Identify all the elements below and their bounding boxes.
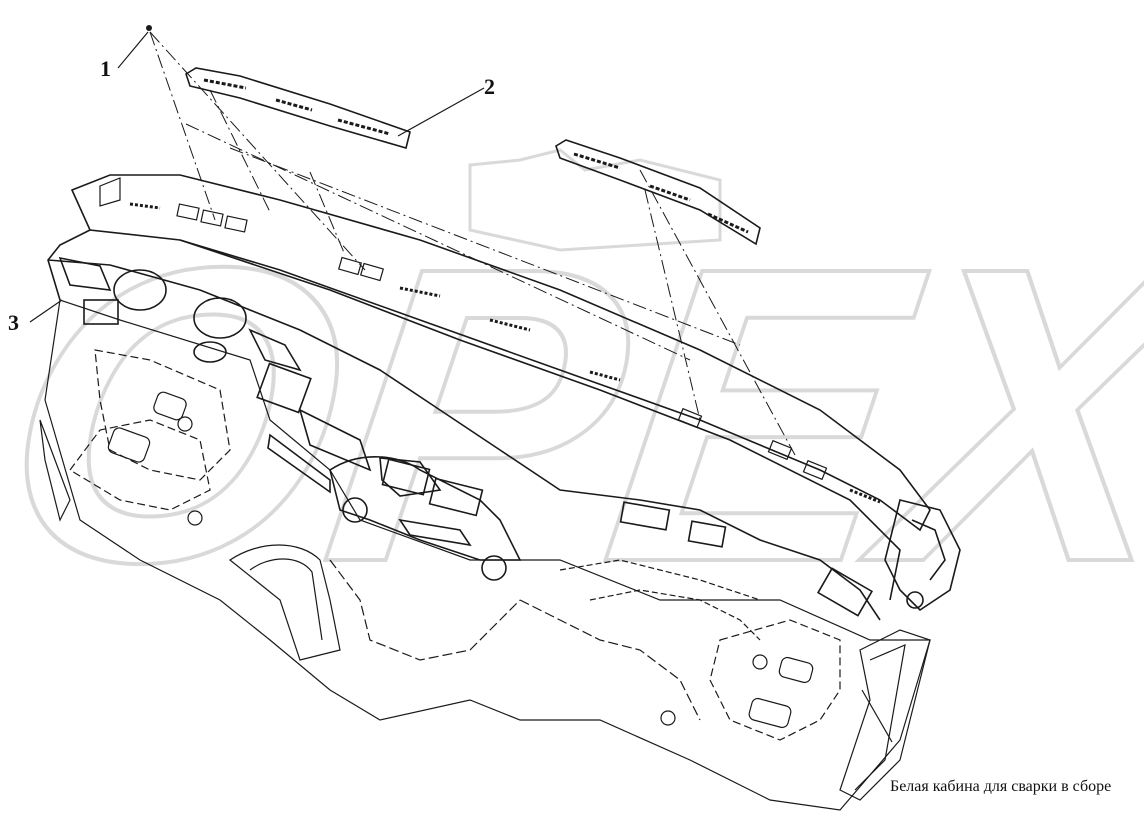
assembly-centerlines — [149, 31, 796, 456]
svg-text:OPEX: OPEX — [0, 181, 1144, 650]
defroster-grille-left — [185, 67, 411, 149]
cab-floor-structure — [39, 299, 931, 811]
leader-lines — [29, 31, 893, 743]
callout-2: 2 — [484, 74, 495, 99]
callout-1: 1 — [100, 56, 111, 81]
watermark: OPEX — [0, 148, 1144, 652]
assembly-caption: Белая кабина для сварки в сборе — [890, 778, 1112, 795]
screw-fastener — [146, 25, 152, 31]
instrument-panel — [47, 174, 961, 621]
defroster-grille-right — [555, 139, 761, 246]
callout-3: 3 — [8, 310, 19, 335]
